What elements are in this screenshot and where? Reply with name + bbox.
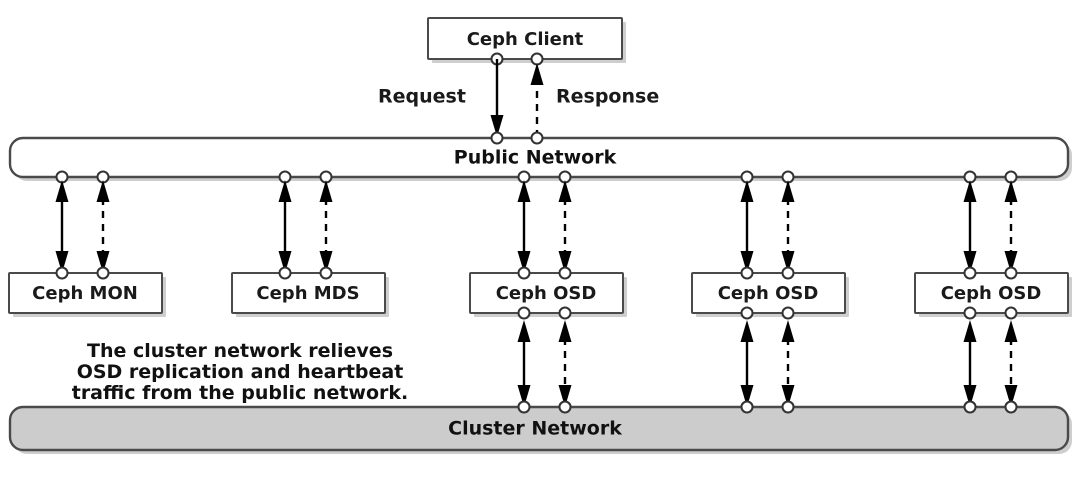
osd3-port-top-dashed (1004, 266, 1018, 280)
public-network-label: Public Network (454, 147, 617, 169)
cluster-port-osd1-dashed-top (558, 400, 572, 414)
daemon-column-mds: Ceph MDS (231, 170, 389, 317)
cluster-port-osd3-dashed-top (1004, 400, 1018, 414)
response-label: Response (556, 86, 659, 108)
mds-public-dashed-link (319, 180, 333, 273)
note-line-3: traffic from the public network. (72, 382, 409, 404)
daemon-column-osd-2: Ceph OSD (691, 170, 849, 414)
ceph-osd-label-3: Ceph OSD (941, 283, 1042, 304)
cluster-port-osd1-solid-top (517, 400, 531, 414)
osd2-port-top-dashed (781, 266, 795, 280)
osd3-port-bottom-solid (963, 306, 977, 320)
mon-port-dashed (96, 266, 110, 280)
mds-port-solid (278, 266, 292, 280)
cluster-network-note: The cluster network relieves OSD replica… (72, 340, 409, 404)
response-arrowhead (530, 63, 544, 85)
note-line-2: OSD replication and heartbeat (77, 361, 404, 383)
osd1-public-dashed-link (558, 180, 572, 273)
note-line-1: The cluster network relieves (87, 340, 393, 362)
cluster-network-bar[interactable]: Cluster Network (8, 405, 1072, 454)
daemon-column-osd-3: Ceph OSD (914, 170, 1072, 414)
osd2-public-solid-link (740, 180, 754, 273)
public-port-client-request (490, 131, 504, 145)
osd3-cluster-dashed-link (1004, 320, 1018, 407)
mon-port-solid (55, 266, 69, 280)
client-response-arrow (530, 63, 544, 137)
osd1-port-top-solid (517, 266, 531, 280)
cluster-network-label: Cluster Network (448, 418, 622, 440)
mds-port-dashed (319, 266, 333, 280)
mds-public-solid-link (278, 180, 292, 273)
ceph-osd-box-3[interactable] (914, 272, 1069, 314)
osd1-cluster-solid-link (517, 320, 531, 407)
ceph-client-node[interactable]: Ceph Client (427, 17, 626, 66)
public-port-client-response (530, 131, 544, 145)
request-label: Request (378, 86, 466, 108)
osd1-port-bottom-dashed (558, 306, 572, 320)
client-request-arrow (490, 59, 504, 137)
osd1-public-solid-link (517, 180, 531, 273)
ceph-mon-label: Ceph MON (32, 283, 138, 304)
osd1-cluster-dashed-link (558, 320, 572, 407)
osd3-port-bottom-dashed (1004, 306, 1018, 320)
daemon-column-osd-1: Ceph OSD (469, 170, 627, 414)
ceph-osd-label-1: Ceph OSD (496, 283, 597, 304)
osd3-port-top-solid (963, 266, 977, 280)
ceph-mds-label: Ceph MDS (256, 283, 359, 304)
client-port-response (530, 52, 544, 66)
osd3-public-dashed-link (1004, 180, 1018, 273)
osd3-cluster-solid-link (963, 320, 977, 407)
cluster-port-osd2-dashed-top (781, 400, 795, 414)
osd2-public-dashed-link (781, 180, 795, 273)
ceph-osd-label-2: Ceph OSD (718, 283, 819, 304)
ceph-mds-box[interactable] (231, 272, 386, 314)
ceph-client-box[interactable] (427, 17, 623, 60)
osd2-cluster-dashed-link (781, 320, 795, 407)
osd2-port-bottom-dashed (781, 306, 795, 320)
cluster-port-osd2-solid-top (740, 400, 754, 414)
osd2-port-top-solid (740, 266, 754, 280)
osd1-port-bottom-solid (517, 306, 531, 320)
ceph-mon-box[interactable] (8, 272, 163, 314)
osd1-port-top-dashed (558, 266, 572, 280)
ceph-osd-box-1[interactable] (469, 272, 624, 314)
osd3-public-solid-link (963, 180, 977, 273)
ceph-osd-box-2[interactable] (691, 272, 846, 314)
cluster-network-rect[interactable] (8, 405, 1070, 452)
daemon-column-mon: Ceph MON (8, 170, 166, 317)
mon-public-dashed-link (96, 180, 110, 273)
public-network-bar[interactable]: Public Network (8, 136, 1072, 181)
mon-public-solid-link (55, 180, 69, 273)
osd2-port-bottom-solid (740, 306, 754, 320)
osd2-cluster-solid-link (740, 320, 754, 407)
ceph-client-label: Ceph Client (467, 29, 584, 50)
request-arrowhead (490, 115, 504, 137)
cluster-port-osd3-solid-top (963, 400, 977, 414)
